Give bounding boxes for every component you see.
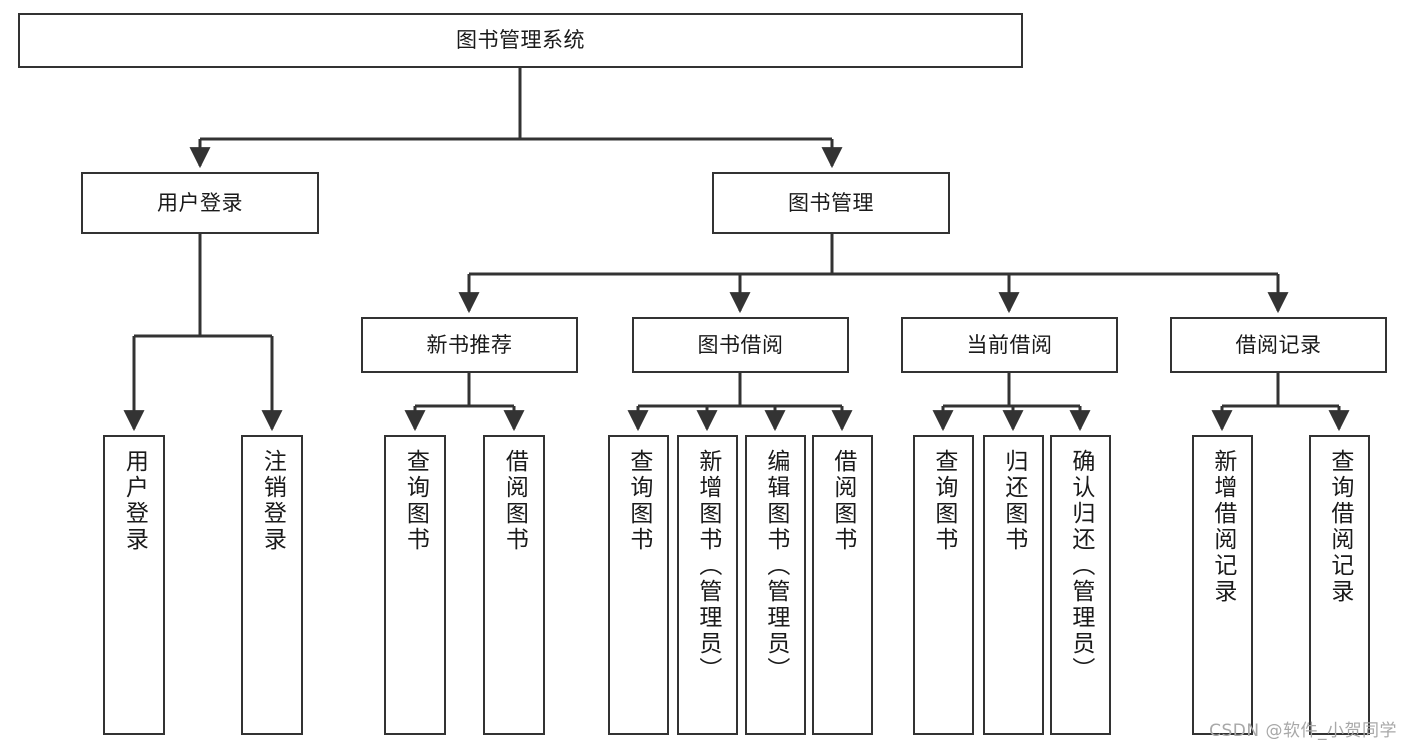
node-leaf-user-login-label: 用户登录	[121, 449, 148, 553]
node-leaf-query-book-1-label: 查询图书	[402, 449, 429, 553]
node-leaf-query-book-3-label: 查询图书	[930, 449, 957, 553]
node-leaf-query-record[interactable]: 查询借阅记录	[1309, 435, 1370, 735]
node-leaf-add-book-label: 新增图书（管理员）	[694, 449, 721, 683]
node-leaf-logout[interactable]: 注销登录	[241, 435, 303, 735]
node-leaf-add-record[interactable]: 新增借阅记录	[1192, 435, 1253, 735]
node-leaf-query-book-2[interactable]: 查询图书	[608, 435, 669, 735]
node-root[interactable]: 图书管理系统	[18, 13, 1023, 68]
node-leaf-logout-label: 注销登录	[259, 449, 286, 553]
node-borrow-record-label: 借阅记录	[1235, 332, 1322, 357]
node-new-book-rec-label: 新书推荐	[426, 332, 513, 357]
node-book-borrow-label: 图书借阅	[697, 332, 784, 357]
node-leaf-add-book[interactable]: 新增图书（管理员）	[677, 435, 738, 735]
node-book-manage-label: 图书管理	[788, 190, 874, 215]
node-leaf-query-book-1[interactable]: 查询图书	[384, 435, 446, 735]
node-current-borrow[interactable]: 当前借阅	[901, 317, 1118, 373]
node-leaf-borrow-book-2[interactable]: 借阅图书	[812, 435, 873, 735]
csdn-watermark: CSDN @软件_小贺同学	[1209, 721, 1397, 741]
node-leaf-borrow-book-1[interactable]: 借阅图书	[483, 435, 545, 735]
node-leaf-borrow-book-1-label: 借阅图书	[501, 449, 528, 553]
node-root-label: 图书管理系统	[456, 28, 585, 53]
node-leaf-query-record-label: 查询借阅记录	[1326, 449, 1353, 605]
node-user-login[interactable]: 用户登录	[81, 172, 319, 234]
node-leaf-return-book-label: 归还图书	[1000, 449, 1027, 553]
node-leaf-query-book-3[interactable]: 查询图书	[913, 435, 974, 735]
node-book-manage[interactable]: 图书管理	[712, 172, 950, 234]
node-current-borrow-label: 当前借阅	[966, 332, 1053, 357]
node-borrow-record[interactable]: 借阅记录	[1170, 317, 1387, 373]
node-leaf-edit-book-label: 编辑图书（管理员）	[762, 449, 789, 683]
node-leaf-user-login[interactable]: 用户登录	[103, 435, 165, 735]
node-leaf-edit-book[interactable]: 编辑图书（管理员）	[745, 435, 806, 735]
node-leaf-borrow-book-2-label: 借阅图书	[829, 449, 856, 553]
node-user-login-label: 用户登录	[157, 190, 243, 215]
node-leaf-confirm-return[interactable]: 确认归还（管理员）	[1050, 435, 1111, 735]
node-leaf-return-book[interactable]: 归还图书	[983, 435, 1044, 735]
node-leaf-query-book-2-label: 查询图书	[625, 449, 652, 553]
node-leaf-add-record-label: 新增借阅记录	[1209, 449, 1236, 605]
node-book-borrow[interactable]: 图书借阅	[632, 317, 849, 373]
node-leaf-confirm-return-label: 确认归还（管理员）	[1067, 449, 1094, 683]
node-new-book-rec[interactable]: 新书推荐	[361, 317, 578, 373]
